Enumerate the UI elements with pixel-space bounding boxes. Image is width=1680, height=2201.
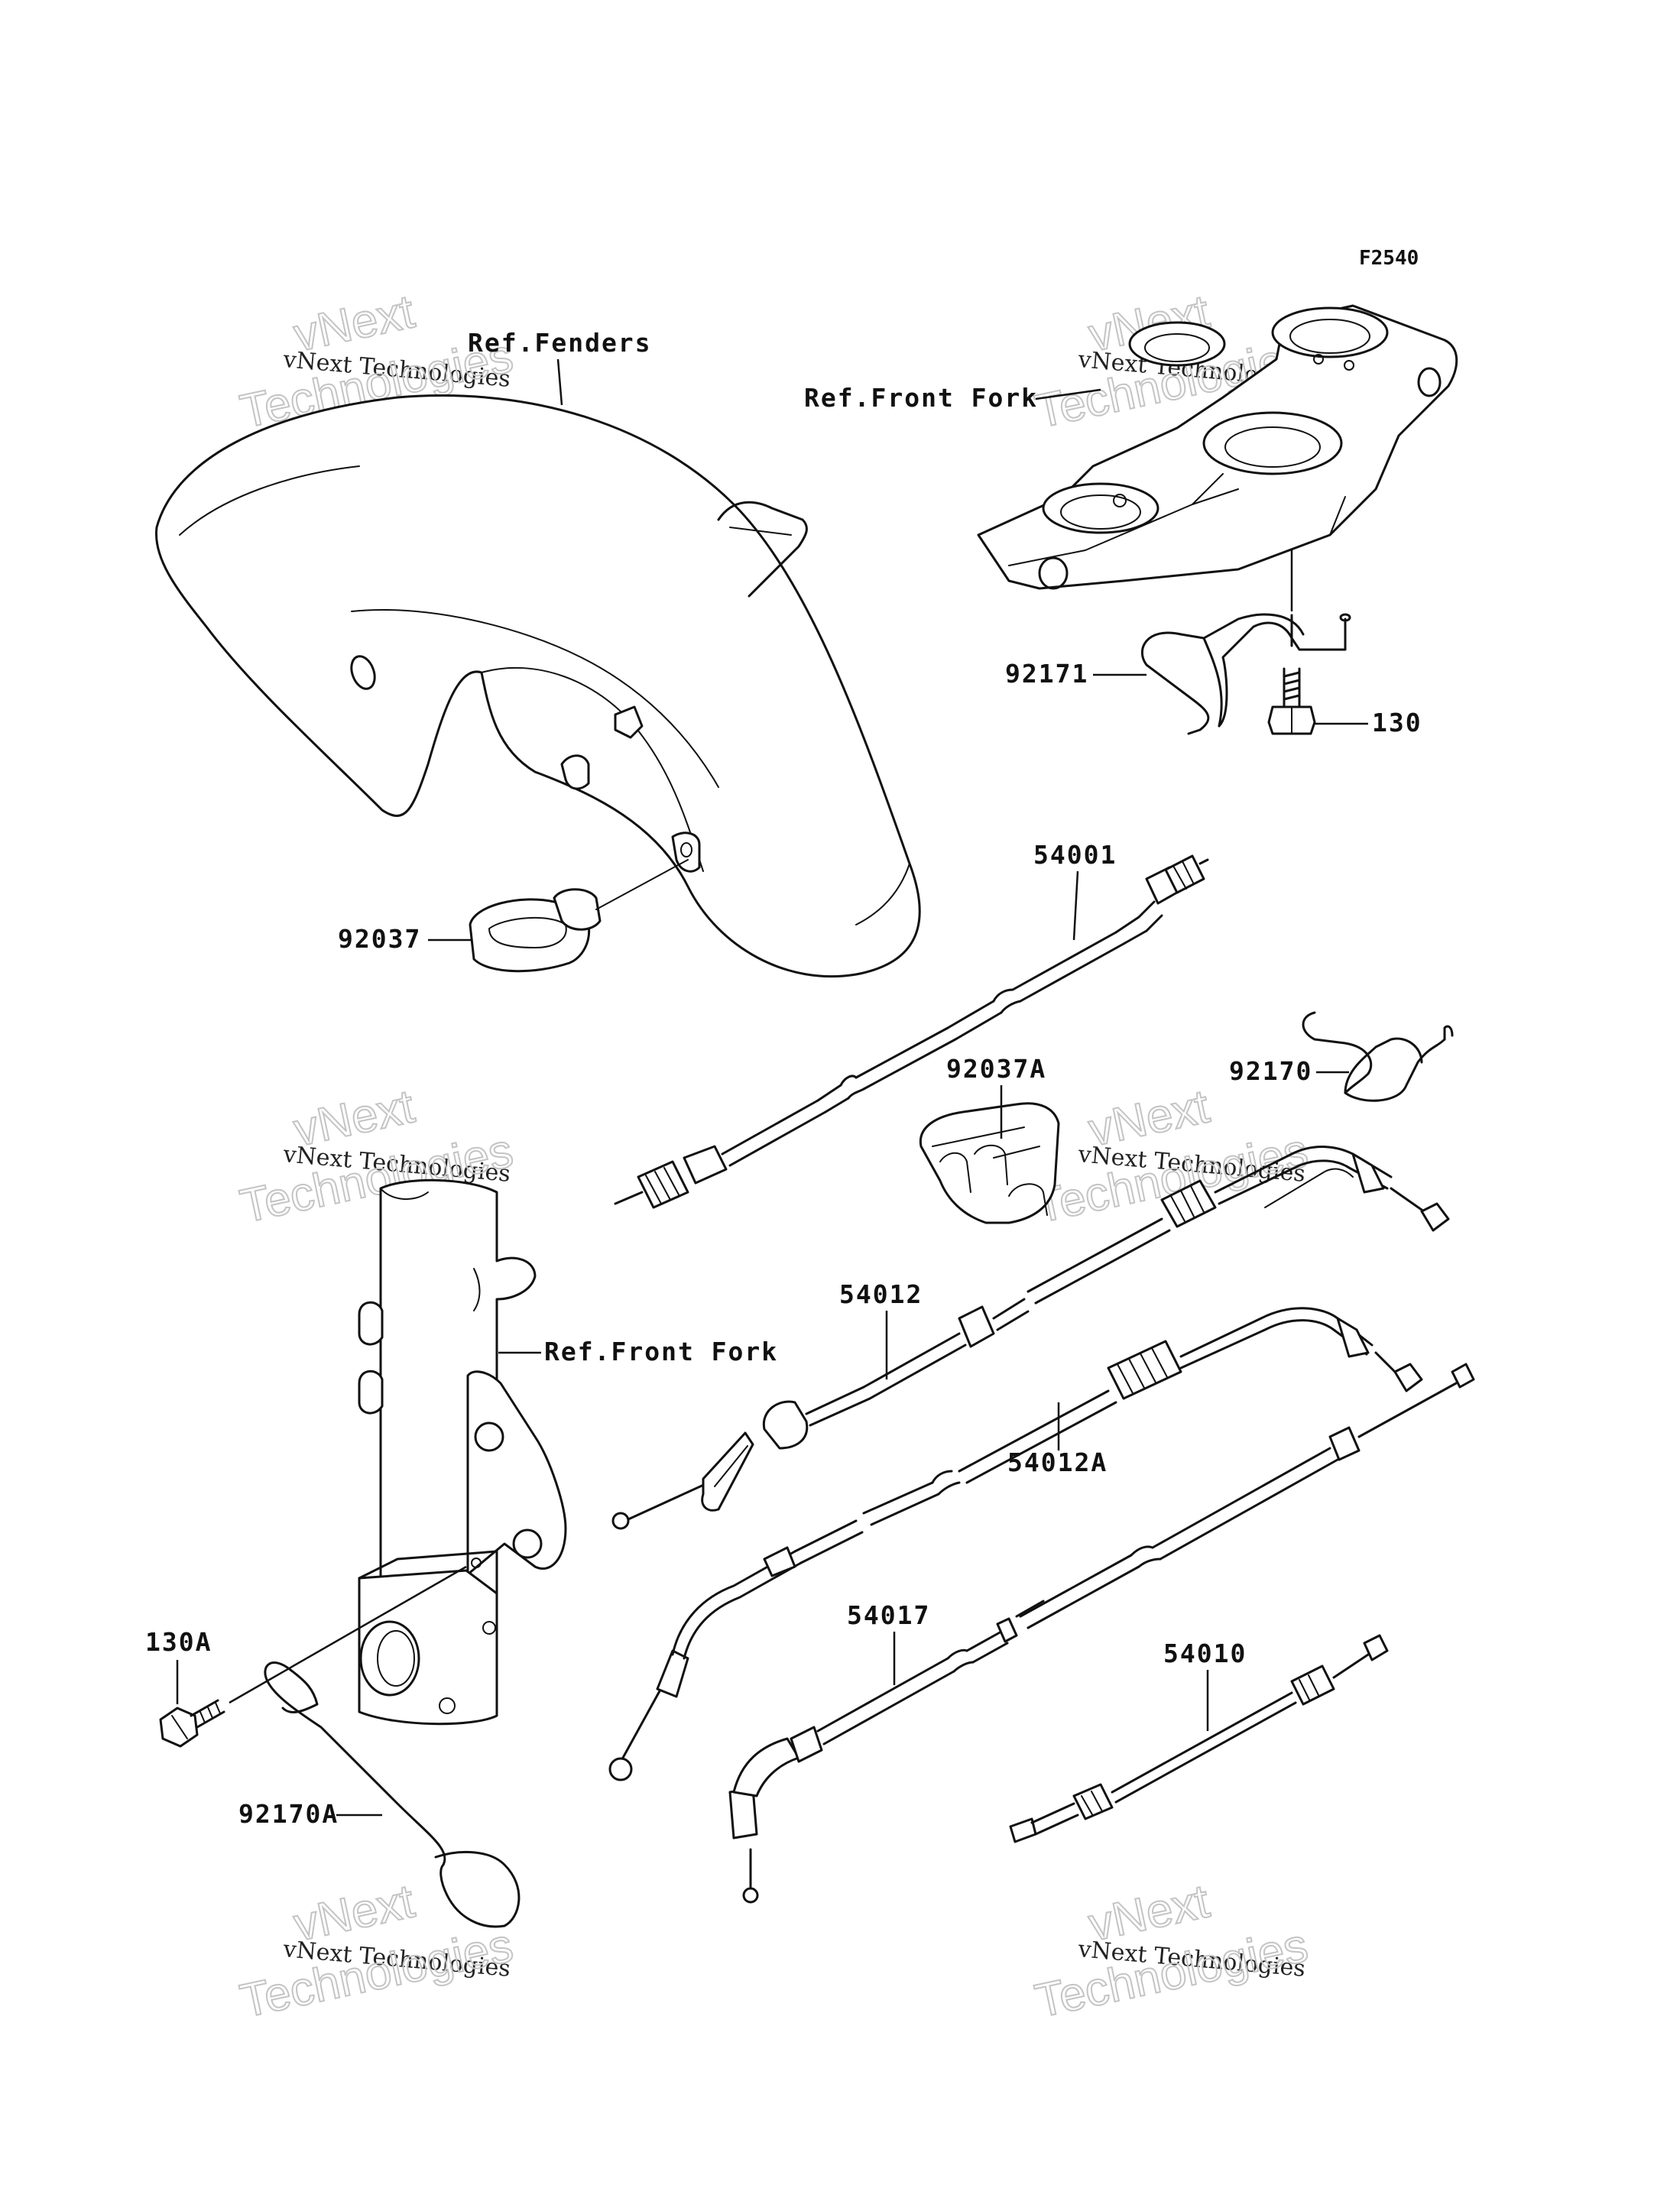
ref-front-fork-top-leader xyxy=(1035,388,1101,400)
front-fender-drawing xyxy=(154,394,921,978)
part-54012-throttle-cable xyxy=(611,1146,1450,1530)
part-number-54012A: 54012A xyxy=(1007,1447,1108,1477)
part-92170-guide xyxy=(1302,1011,1454,1102)
part-number-130A: 130A xyxy=(145,1627,212,1657)
part-number-54017: 54017 xyxy=(847,1600,930,1630)
part-92171-wire-guide xyxy=(1140,613,1351,735)
watermark-bottom-right: vNext vNext Technologies Technologies xyxy=(1030,1874,1313,2028)
part-number-92037: 92037 xyxy=(338,924,421,954)
part-number-130: 130 xyxy=(1372,708,1422,737)
part-54010-clutch-cable xyxy=(1009,1634,1389,1843)
part-54017-choke-cable xyxy=(728,1617,1018,1904)
part-92037A-clamp xyxy=(919,1102,1060,1224)
upper-fork-bracket-drawing xyxy=(977,304,1458,590)
watermark-bottom-left: vNext vNext Technologies Technologies xyxy=(235,1874,518,2028)
part-number-92171: 92171 xyxy=(1005,659,1088,689)
ref-front-fork-leg-label: Ref.Front Fork xyxy=(544,1337,778,1366)
part-92170A-guide xyxy=(229,1565,521,1928)
part-92037-clamp xyxy=(469,859,689,973)
part-54012A-extension-cable xyxy=(1015,1363,1475,1629)
part-number-54012: 54012 xyxy=(839,1279,923,1309)
ref-front-fork-top-label: Ref.Front Fork xyxy=(804,383,1038,413)
ref-fenders-leader xyxy=(556,358,563,406)
part-54012A-throttle-cable xyxy=(608,1307,1423,1781)
part-number-92037A: 92037A xyxy=(946,1054,1046,1084)
part-number-92170A: 92170A xyxy=(238,1799,339,1829)
lower-fork-leg-drawing xyxy=(358,1178,567,1726)
part-130-bolt xyxy=(1267,667,1316,735)
ref-fenders-label: Ref.Fenders xyxy=(468,328,652,358)
part-number-54010: 54010 xyxy=(1163,1639,1247,1668)
leader-54001 xyxy=(1072,870,1079,941)
part-number-92170: 92170 xyxy=(1229,1056,1312,1086)
part-number-54001: 54001 xyxy=(1033,840,1117,870)
diagram-code: F2540 xyxy=(1359,247,1419,270)
part-130A-bolt xyxy=(159,1699,225,1748)
part-54001-speedometer-cable xyxy=(614,854,1209,1209)
